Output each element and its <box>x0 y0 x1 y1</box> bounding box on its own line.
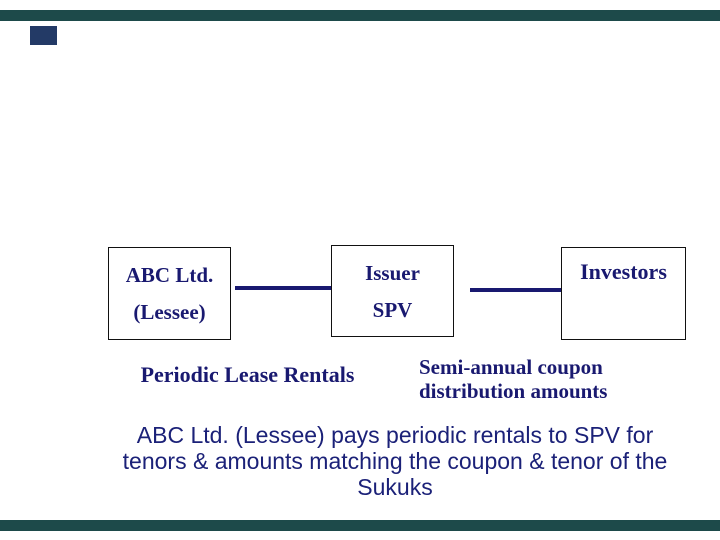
coupon-label-line1: Semi-annual coupon <box>419 355 603 379</box>
bottom-edge-bar <box>0 520 720 531</box>
lessee-box: ABC Ltd. (Lessee) <box>108 247 231 340</box>
issuer-box-line2: SPV <box>372 297 413 322</box>
investors-box-label: Investors <box>580 259 667 284</box>
caption-line2: tenors & amounts matching the coupon & t… <box>122 448 668 474</box>
arrow-lessee-to-spv <box>235 281 344 295</box>
issuer-box-line1: Issuer <box>365 260 420 285</box>
coupon-distribution-label: Semi-annual coupon distribution amounts <box>419 355 659 403</box>
periodic-lease-rentals-label: Periodic Lease Rentals <box>140 362 355 387</box>
lessee-box-line1: ABC Ltd. <box>125 263 214 287</box>
investors-box: Investors <box>561 247 686 340</box>
corner-accent-block <box>30 26 57 45</box>
issuer-spv-box: Issuer SPV <box>331 245 454 337</box>
arrow-shaft <box>235 286 331 290</box>
coupon-label-line2: distribution amounts <box>419 379 608 403</box>
top-edge-bar <box>0 10 720 21</box>
lessee-box-line2: (Lessee) <box>133 300 206 324</box>
caption-line1: ABC Ltd. (Lessee) pays periodic rentals … <box>136 422 654 448</box>
slide-caption: ABC Ltd. (Lessee) pays periodic rentals … <box>95 422 695 500</box>
caption-line3: Sukuks <box>357 474 433 500</box>
arrow-shaft <box>470 288 565 292</box>
